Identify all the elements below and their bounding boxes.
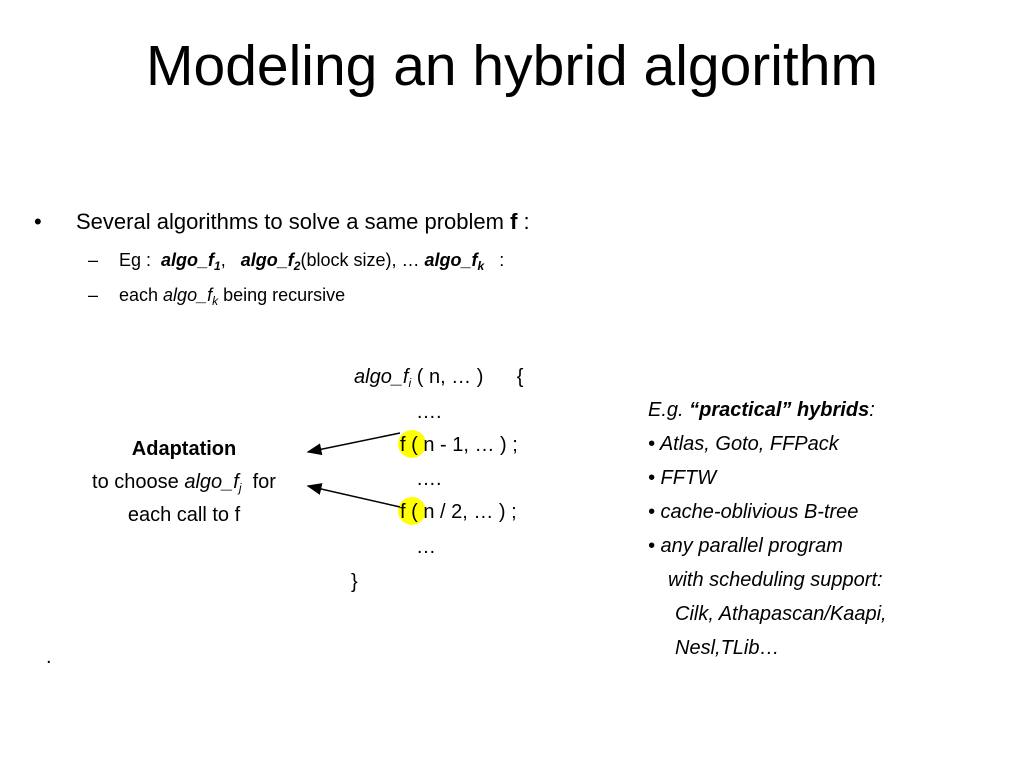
examples-intro-tail: : — [869, 399, 875, 421]
code-closing-brace: } — [351, 571, 358, 593]
sub2-tail: being recursive — [218, 285, 346, 305]
code-line-recursive-call-1: f ( n - 1, … ) ; — [400, 434, 518, 456]
bullet-several-algorithms: • Several algorithms to solve a same prob… — [34, 207, 530, 237]
sub-dash: – — [88, 250, 99, 270]
sub1-sep1: , — [220, 250, 241, 270]
algo-f1: algo_f — [161, 250, 215, 270]
sub-dash: – — [88, 285, 99, 305]
code-signature: algo_fi ( n, … ) { — [354, 360, 523, 394]
code-line-ellipsis-2: …. — [416, 468, 442, 490]
algo-fk: algo_f — [424, 250, 478, 270]
sub-bullet-example: –Eg : algo_f1, algo_f2(block size), … al… — [88, 247, 504, 273]
sub1-mid: (block size), … — [300, 250, 425, 270]
bullet-emph-f: f — [510, 209, 518, 234]
adaptation-line2-post: for — [241, 471, 276, 493]
algo-fk-italic: algo_f — [163, 285, 213, 305]
sub2-prefix: each — [119, 285, 164, 305]
example-item: • any parallel program — [648, 535, 843, 557]
stray-period: . — [46, 646, 52, 668]
examples-list: E.g. “practical” hybrids: • Atlas, Goto,… — [648, 393, 887, 665]
algo-fk-italic-sub: k — [212, 294, 219, 308]
examples-intro-label: E.g. — [648, 399, 690, 421]
examples-intro: E.g. “practical” hybrids: — [648, 393, 887, 427]
algo-f1-sub: 1 — [214, 259, 221, 273]
code-args: ( n, … ) { — [411, 366, 524, 388]
sub1-tail: : — [484, 250, 505, 270]
adaptation-heading: Adaptation — [131, 438, 237, 460]
adaptation-note: Adaptation to choose algo_fj for each ca… — [40, 433, 328, 532]
bullet-tail: : — [517, 209, 530, 234]
code-line-ellipsis-1: …. — [416, 401, 442, 423]
example-continuation-2: Cilk, Athapascan/Kaapi, — [675, 603, 887, 625]
bullet-marker: • — [34, 209, 42, 234]
example-item: • FFTW — [648, 467, 717, 489]
example-item: • Atlas, Goto, FFPack — [648, 433, 839, 455]
adaptation-algo: algo_f — [184, 471, 239, 493]
algo-f2-sub: 2 — [293, 259, 301, 273]
examples-intro-bold: “practical” hybrids — [689, 399, 870, 421]
code-algo-sub: i — [408, 376, 412, 390]
bullet-text: Several algorithms to solve a same probl… — [76, 209, 511, 234]
code-algo-name: algo_f — [354, 366, 409, 388]
adaptation-line2-pre: to choose — [92, 471, 185, 493]
sub-bullet-recursive: –each algo_fk being recursive — [88, 282, 345, 308]
code-line-recursive-call-2: f ( n / 2, … ) ; — [400, 501, 517, 523]
sub1-prefix: Eg : — [119, 250, 162, 270]
highlight-call-2 — [398, 497, 426, 525]
example-continuation-3: Nesl,TLib… — [675, 637, 780, 659]
example-continuation-1: with scheduling support: — [668, 569, 883, 591]
example-item: • cache-oblivious B-tree — [648, 501, 859, 523]
adaptation-algo-sub: j — [238, 481, 242, 495]
algo-f2: algo_f — [240, 250, 294, 270]
algo-fk-sub: k — [477, 259, 485, 273]
slide-title: Modeling an hybrid algorithm — [146, 34, 878, 98]
highlight-call-1 — [398, 430, 426, 458]
code-line-ellipsis-3: … — [416, 536, 436, 558]
adaptation-line3: each call to f — [127, 504, 241, 526]
